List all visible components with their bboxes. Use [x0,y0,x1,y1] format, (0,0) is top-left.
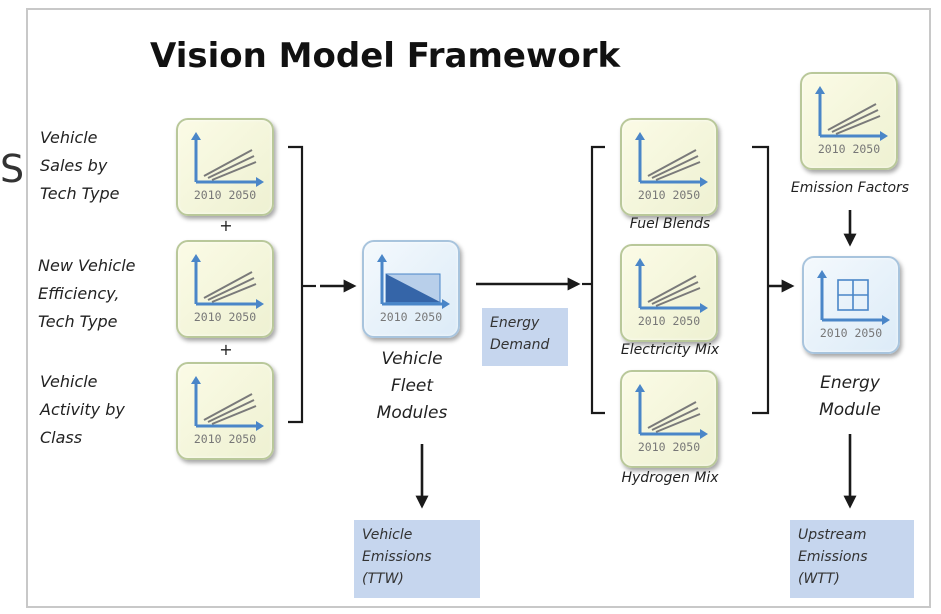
electricity-mix-card: 2010 2050 [620,244,718,342]
fleet-module-card: 2010 2050 [362,240,460,338]
vehicle-emissions-box: Vehicle Emissions (TTW) [354,520,480,598]
left-bracket [288,145,304,424]
energy-demand-box: Energy Demand [482,308,568,366]
energy-module-label: Energy Module [819,373,881,420]
line-growth-chart-icon [635,132,708,187]
diagram-title: Vision Model Framework [150,36,621,76]
year-range-label: 2010 2050 [193,310,257,324]
energy-module-card: 2010 2050 [802,256,900,354]
fleet-module-label: Vehicle Fleet Modules [376,349,448,423]
hydrogen-mix-card: 2010 2050 [620,370,718,468]
line-growth-chart-icon [635,384,708,439]
fuel-blends-label: Fuel Blends [629,216,711,232]
input-label-activity: Vehicle Activity by Class [40,372,125,447]
line-growth-chart-icon [815,86,888,141]
line-growth-chart-icon [191,376,264,431]
sales-chart-card: 2010 2050 [176,118,274,216]
year-range-label: 2010 2050 [637,314,701,328]
fuel-blends-card: 2010 2050 [620,118,718,216]
input-label-sales: Vehicle Sales by Tech Type [40,128,120,203]
grid-table-icon [817,270,890,325]
input-label-efficiency: New Vehicle Efficiency, Tech Type [38,256,136,331]
middle-bracket [590,145,605,415]
right-bracket [752,145,770,415]
efficiency-chart-card: 2010 2050 [176,240,274,338]
upstream-emissions-box: Upstream Emissions (WTT) [790,520,914,598]
plus-sign: + [219,216,233,235]
emission-factors-label: Emission Factors [790,180,910,196]
emission-factors-card: 2010 2050 [800,72,898,170]
electricity-mix-label: Electricity Mix [620,342,720,358]
edge-text-fragment: S [0,147,25,191]
line-growth-chart-icon [191,132,264,187]
year-range-label: 2010 2050 [817,142,881,156]
year-range-label: 2010 2050 [379,310,443,324]
plus-sign: + [219,340,233,359]
line-growth-chart-icon [191,254,264,309]
year-range-label: 2010 2050 [637,440,701,454]
hydrogen-mix-label: Hydrogen Mix [621,470,719,486]
year-range-label: 2010 2050 [193,188,257,202]
year-range-label: 2010 2050 [637,188,701,202]
year-range-label: 2010 2050 [819,326,883,340]
line-growth-chart-icon [635,258,708,313]
area-decline-chart-icon [377,254,450,309]
activity-chart-card: 2010 2050 [176,362,274,460]
year-range-label: 2010 2050 [193,432,257,446]
